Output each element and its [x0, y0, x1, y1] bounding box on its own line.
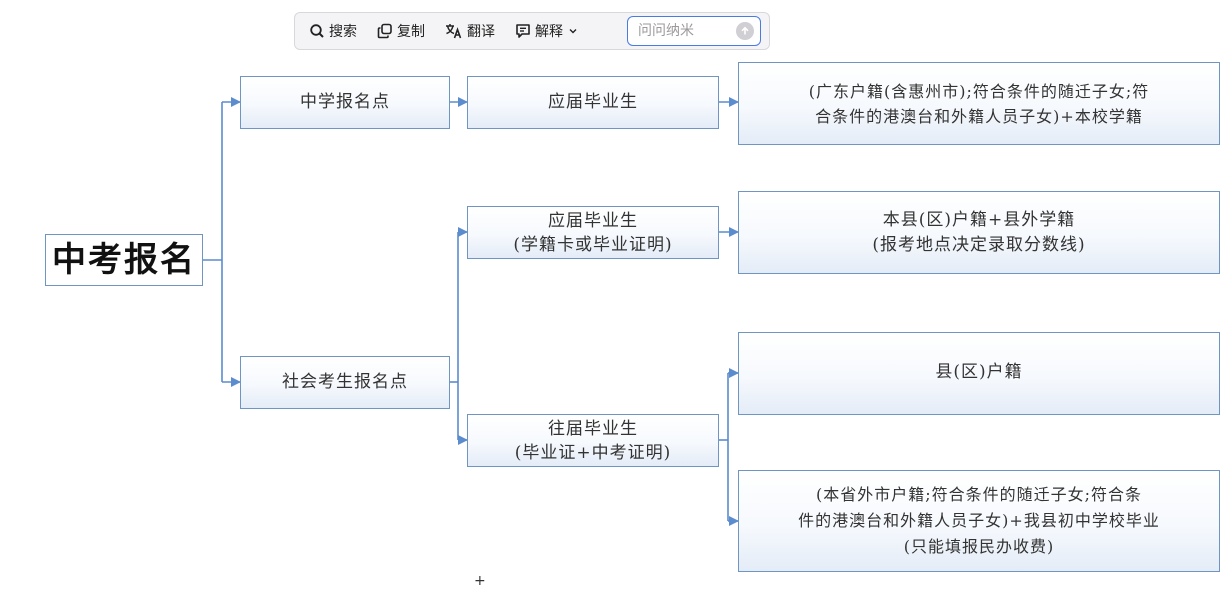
explain-label: 解释 [535, 24, 563, 40]
node-label-line: (学籍卡或毕业证明) [513, 234, 673, 255]
copy-icon [377, 23, 392, 39]
translate-button[interactable]: 翻译 [445, 21, 495, 41]
translate-icon [446, 24, 462, 39]
translate-label: 翻译 [467, 24, 495, 40]
requirement-line: (广东户籍(含惠州市);符合条件的随迁子女;符 [808, 81, 1150, 101]
ask-box[interactable] [627, 16, 761, 46]
search-label: 搜索 [329, 24, 357, 40]
requirement-line: (只能填报民办收费) [903, 537, 1055, 556]
send-button[interactable] [736, 22, 754, 40]
node-label-line: (毕业证+中考证明) [514, 442, 672, 463]
ask-input[interactable] [638, 23, 734, 39]
search-button[interactable]: 搜索 [309, 21, 357, 41]
selection-toolbar: 搜索 复制 翻译 解释 [294, 12, 770, 50]
explain-button[interactable]: 解释 [515, 21, 582, 41]
explain-icon [516, 24, 530, 38]
node-social-signup-label: 社会考生报名点 [282, 372, 408, 392]
requirement-line: 合条件的港澳台和外籍人员子女)+本校学籍 [815, 106, 1143, 126]
node-school-requirements: (广东户籍(含惠州市);符合条件的随迁子女;符 合条件的港澳台和外籍人员子女)+… [738, 62, 1220, 145]
node-label-line: 往届毕业生 [548, 418, 638, 439]
node-social-current-grad: 应届毕业生 (学籍卡或毕业证明) [467, 206, 719, 259]
node-social-signup: 社会考生报名点 [240, 356, 450, 409]
copy-label: 复制 [397, 24, 425, 40]
node-school-signup-label: 中学报名点 [300, 92, 390, 112]
root-label: 中考报名 [52, 239, 196, 280]
node-social-current-requirements: 本县(区)户籍+县外学籍 (报考地点决定录取分数线) [738, 191, 1220, 274]
search-icon [310, 24, 324, 38]
requirement-line: 县(区)户籍 [935, 362, 1023, 382]
root-node: 中考报名 [45, 234, 203, 286]
requirement-line: (报考地点决定录取分数线) [872, 234, 1086, 255]
node-past-requirement-local: 县(区)户籍 [738, 332, 1220, 415]
crosshair-cursor-icon: + [474, 573, 486, 589]
copy-button[interactable]: 复制 [377, 21, 425, 41]
node-school-current-grad: 应届毕业生 [467, 76, 719, 129]
requirement-line: 本县(区)户籍+县外学籍 [882, 209, 1076, 230]
requirement-line: (本省外市户籍;符合条件的随迁子女;符合条 [815, 485, 1143, 504]
node-school-signup: 中学报名点 [240, 76, 450, 129]
node-label-line: 应届毕业生 [548, 210, 638, 231]
node-past-requirement-other: (本省外市户籍;符合条件的随迁子女;符合条 件的港澳台和外籍人员子女)+我县初中… [738, 470, 1220, 572]
requirement-line: 件的港澳台和外籍人员子女)+我县初中学校毕业 [798, 511, 1160, 530]
node-school-current-grad-label: 应届毕业生 [548, 92, 638, 112]
arrow-up-icon [741, 26, 749, 35]
node-social-past-grad: 往届毕业生 (毕业证+中考证明) [467, 414, 719, 467]
chevron-down-icon [569, 29, 577, 34]
